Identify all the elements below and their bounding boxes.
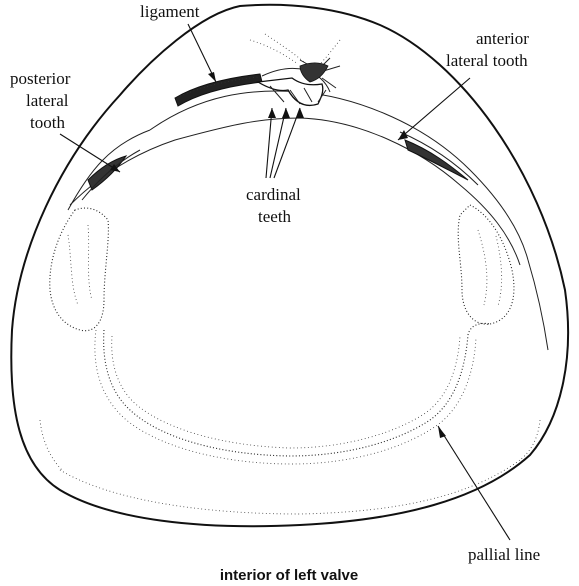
figure-caption: interior of left valve: [220, 567, 358, 584]
label-posterior-line2: lateral: [26, 91, 69, 110]
label-anterior-line1: anterior: [476, 29, 529, 48]
label-ligament: ligament: [140, 2, 200, 21]
label-cardinal-line2: teeth: [258, 207, 292, 226]
label-cardinal-line1: cardinal: [246, 185, 301, 204]
label-posterior-line3: tooth: [30, 113, 65, 132]
label-pallial-line: pallial line: [468, 545, 540, 564]
label-anterior-line2: lateral tooth: [446, 51, 528, 70]
label-posterior-line1: posterior: [10, 69, 71, 88]
